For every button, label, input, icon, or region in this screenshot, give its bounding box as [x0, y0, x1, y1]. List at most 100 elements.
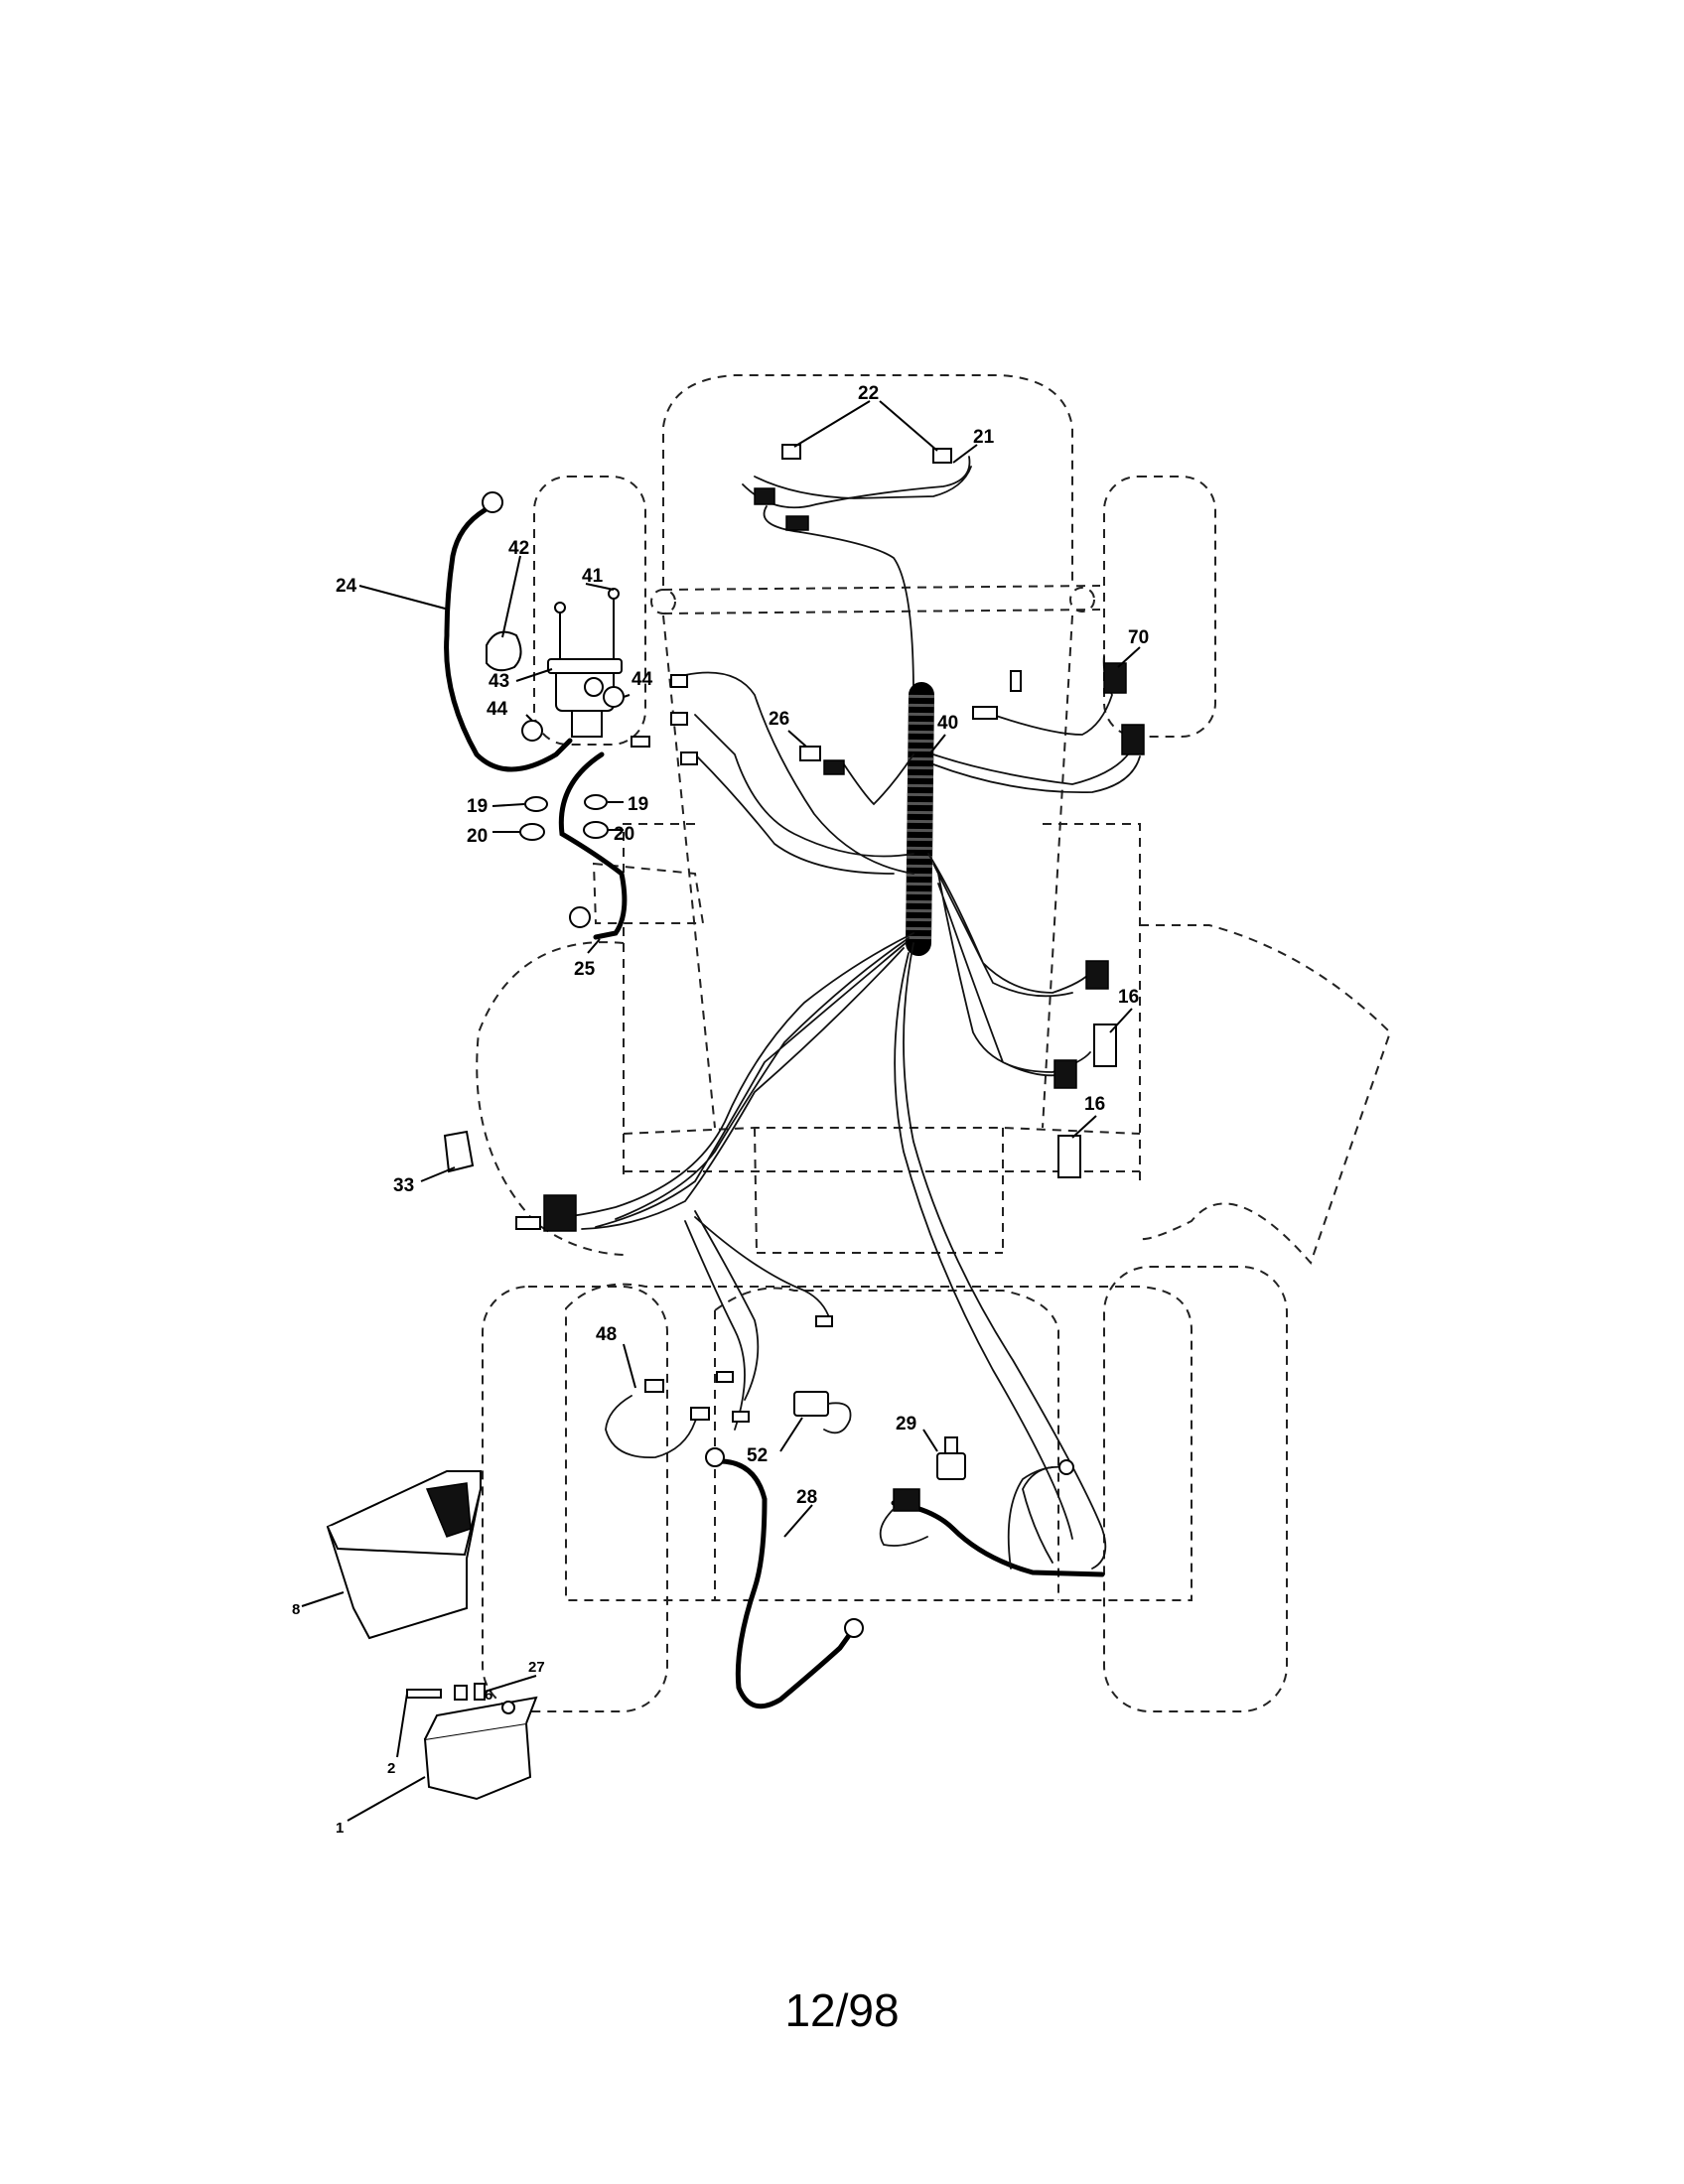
leader-48 — [623, 1343, 636, 1389]
callout-42: 42 — [508, 538, 529, 559]
leader-24 — [358, 585, 450, 611]
wire-end-a — [716, 1371, 734, 1383]
solenoid-body-lower — [571, 710, 603, 738]
coiled-harness-plug — [893, 1488, 920, 1512]
headlight-feed-wire — [799, 531, 914, 696]
spade-terminal-2 — [670, 712, 688, 726]
rear-right-wheel-outline — [1103, 1266, 1288, 1712]
inline-terminal — [631, 736, 650, 748]
leader-25 — [587, 938, 601, 954]
nut-20-right — [583, 821, 609, 839]
connector-70d — [1010, 670, 1022, 692]
fuse-48-clip-b — [690, 1407, 710, 1421]
callout-19a: 19 — [467, 796, 488, 817]
connector-16a — [1093, 1024, 1117, 1067]
long-seat-switch-wire — [894, 942, 1107, 1570]
deck-left-outline — [476, 941, 625, 1256]
leader-26 — [787, 730, 807, 748]
upper-left-branch-wire — [684, 671, 914, 875]
spade-terminal — [670, 674, 688, 688]
connector-70c — [972, 706, 998, 720]
leader-16a — [1109, 1008, 1133, 1033]
leader-16b — [1071, 1115, 1097, 1139]
solenoid-bracket — [547, 658, 623, 674]
leader-41 — [585, 583, 615, 591]
callout-24: 24 — [336, 576, 357, 597]
battery-cable-24 — [444, 507, 573, 772]
connectors — [443, 444, 1145, 1709]
rear-connector-wire — [1022, 1466, 1053, 1564]
headlight-wire — [742, 456, 972, 509]
rear-left-wheel-outline — [482, 1286, 668, 1712]
main-harness-conduit-ribs — [906, 694, 934, 944]
fuse-holder-48 — [605, 1395, 700, 1458]
upper-left-branch-wire-2 — [694, 753, 895, 875]
leader-44b — [623, 694, 631, 698]
page-number: 12/98 — [784, 1984, 900, 2036]
rear-ground-ring — [1058, 1459, 1074, 1475]
callout-8: 8 — [292, 1601, 300, 1618]
battery-hold-down-strap — [425, 1482, 472, 1538]
callout-6: 6 — [485, 1687, 492, 1704]
connector-16a-mated — [1085, 960, 1109, 990]
solenoid-cable-25 — [558, 751, 628, 940]
switch-connector-26a — [799, 746, 821, 761]
nut-44-right — [603, 686, 625, 708]
fuse-48-clip-a — [644, 1379, 664, 1393]
seat-switch-29-plunger — [944, 1436, 958, 1454]
front-axle-pivot-right — [1069, 587, 1095, 613]
ground-cable-28 — [712, 1458, 853, 1709]
leader-28 — [783, 1504, 813, 1538]
callout-52: 52 — [747, 1445, 768, 1466]
solenoid-terminal — [584, 677, 604, 697]
headlight-feed-wire-2 — [763, 505, 801, 533]
leader-19a — [491, 803, 525, 807]
nut-20-left — [519, 823, 545, 841]
seat-platform-outline — [714, 1287, 1059, 1600]
headlight-plug — [785, 515, 809, 531]
tractor-outline — [476, 374, 1392, 1712]
rear-ground-lead — [1007, 1465, 1063, 1570]
leader-42 — [501, 555, 521, 638]
leader-1 — [347, 1776, 426, 1822]
callout-20b: 20 — [614, 824, 634, 845]
front-right-wheel-outline — [1103, 476, 1216, 738]
callout-1: 1 — [336, 1820, 344, 1837]
leader-8 — [301, 1591, 345, 1607]
leader-22a — [793, 400, 871, 448]
callout-16a: 16 — [1118, 987, 1139, 1008]
cable-24-ring-terminal — [482, 491, 503, 513]
callout-44b: 44 — [632, 669, 653, 690]
nut-44-left — [521, 720, 543, 742]
fuse-52 — [793, 1391, 829, 1417]
callout-26: 26 — [769, 709, 789, 730]
callout-22: 22 — [858, 383, 879, 404]
front-axle-pivot-left — [650, 589, 676, 614]
leader-21 — [952, 444, 978, 464]
headlight-connector — [754, 487, 775, 505]
solenoid-boot-42 — [486, 630, 522, 672]
right-lower-branch-wire — [927, 853, 1093, 1077]
connector-16b — [1057, 1135, 1081, 1178]
callout-27: 27 — [528, 1659, 545, 1676]
main-connector-block — [543, 1194, 577, 1232]
battery-bolt-2 — [406, 1689, 442, 1699]
callout-70: 70 — [1128, 627, 1149, 648]
leader-2 — [396, 1693, 408, 1758]
relay-33 — [443, 1130, 475, 1173]
callout-25: 25 — [574, 959, 596, 980]
callout-2: 2 — [387, 1760, 395, 1777]
callout-33: 33 — [393, 1175, 414, 1196]
seat-pan-outline — [592, 862, 705, 924]
callout-16b: 16 — [1084, 1094, 1105, 1115]
front-axle-outline — [662, 585, 1101, 614]
deck-right-outline — [1139, 924, 1392, 1265]
callout-20a: 20 — [467, 826, 488, 847]
center-lower-wire — [684, 1210, 831, 1431]
callout-labels: 22 21 24 42 41 43 44 44 19 19 20 20 25 2… — [292, 383, 1149, 1837]
battery-nut-6 — [454, 1685, 468, 1701]
leader-lines — [301, 400, 1141, 1822]
ground-cable-28-ring-bottom — [844, 1618, 864, 1638]
switch-branch-wire — [843, 753, 914, 806]
